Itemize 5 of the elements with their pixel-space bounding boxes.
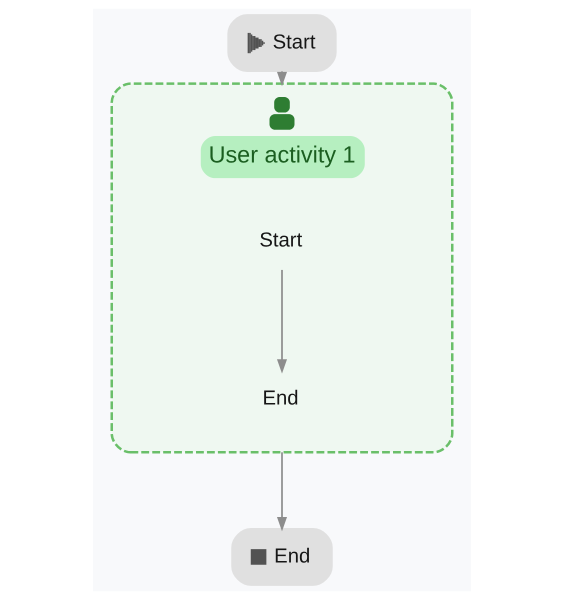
node-text: End <box>262 387 299 410</box>
arrow <box>276 270 288 374</box>
node-text: Start <box>259 230 302 252</box>
arrow <box>276 452 288 532</box>
node-box: End <box>231 528 333 586</box>
